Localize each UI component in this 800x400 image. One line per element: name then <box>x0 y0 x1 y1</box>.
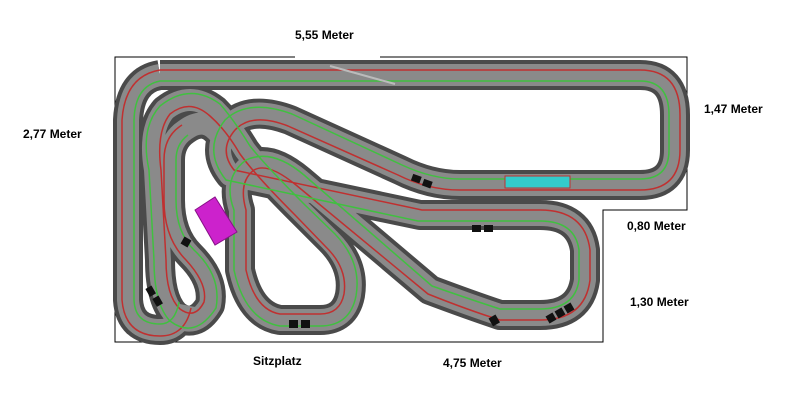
label-top-width: 5,55 Meter <box>295 28 354 42</box>
label-bottom-width: 4,75 Meter <box>443 356 502 370</box>
bridge <box>194 196 238 246</box>
label-step-width: 0,80 Meter <box>627 219 686 233</box>
label-right-upper-height: 1,47 Meter <box>704 102 763 116</box>
track-main <box>113 60 690 345</box>
label-seat: Sitzplatz <box>253 354 302 368</box>
label-right-lower-height: 1,30 Meter <box>630 295 689 309</box>
start-line <box>329 65 396 85</box>
barriers <box>145 173 575 328</box>
pit-lane <box>504 175 571 189</box>
label-left-height: 2,77 Meter <box>23 127 82 141</box>
